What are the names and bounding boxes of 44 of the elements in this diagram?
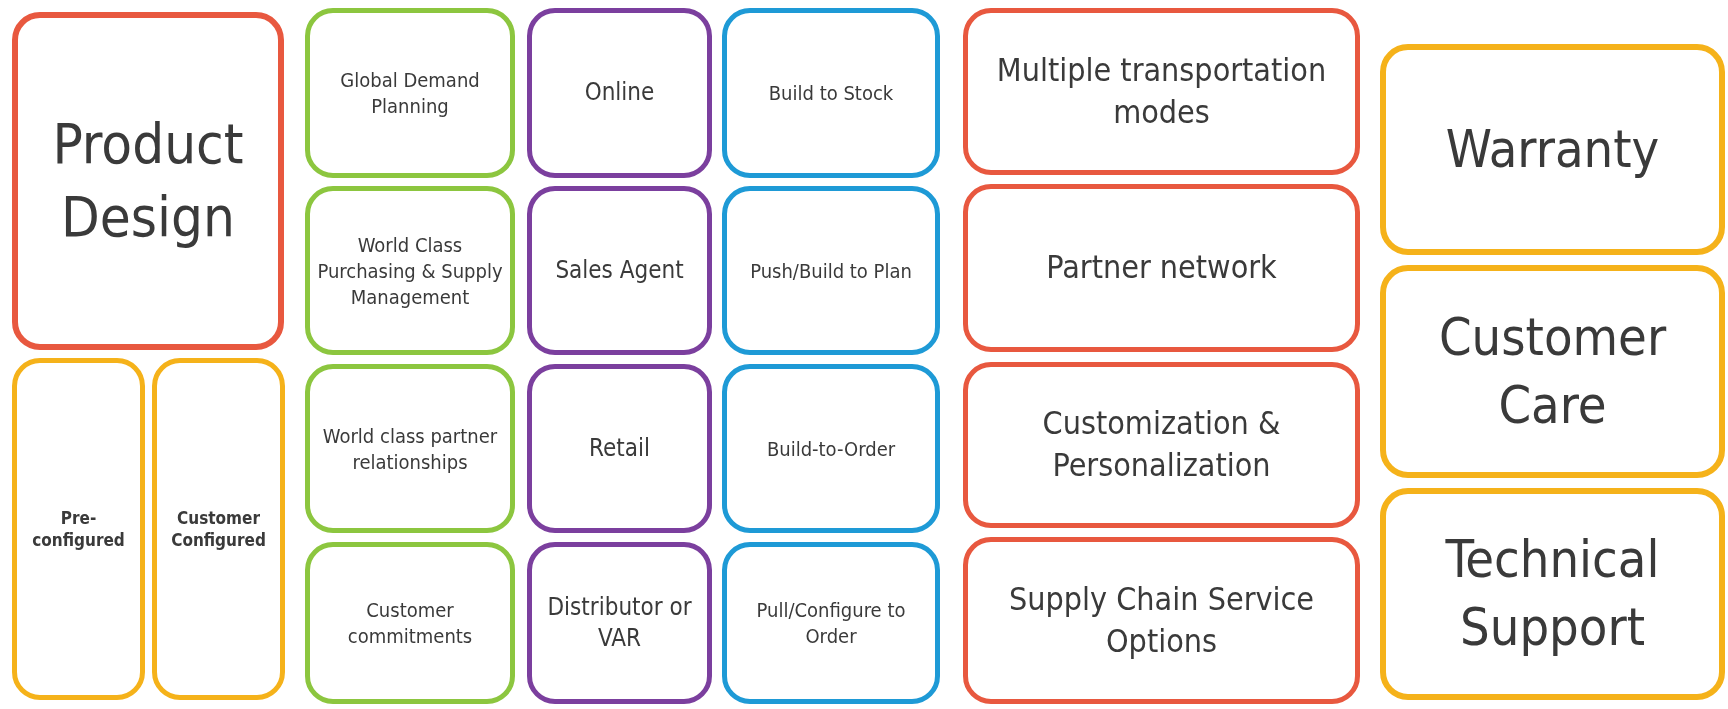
box-label: Push/Build to Plan [750, 257, 912, 284]
box-label: Multiple transportation modes [995, 49, 1328, 133]
rounded-box [305, 8, 515, 178]
box-label: Customer commitments [346, 597, 474, 649]
box-label: Distributor or VAR [546, 591, 693, 654]
rounded-box [152, 358, 285, 700]
rounded-box [12, 12, 284, 350]
box-label: Supply Chain Service Options [1007, 578, 1316, 662]
rounded-box [722, 542, 940, 704]
box-label: Partner network [1046, 247, 1277, 289]
box-label: World Class Purchasing & Supply Management [316, 231, 504, 310]
rounded-box [305, 186, 515, 355]
rounded-box [1380, 488, 1725, 700]
box-label: Build to Stock [768, 80, 894, 106]
rounded-box [527, 542, 712, 704]
rounded-box [963, 8, 1360, 175]
rounded-box [963, 537, 1360, 704]
box-label: Build-to-Order [766, 435, 896, 462]
box-label: Sales Agent [555, 254, 684, 286]
box-label: Retail [589, 432, 650, 464]
rounded-box [527, 8, 712, 178]
rounded-box [722, 364, 940, 533]
box-label: Product Design [51, 110, 245, 251]
rounded-box [722, 8, 940, 178]
box-label: Pull/Configure to Order [755, 597, 907, 649]
rounded-box [1380, 44, 1725, 255]
rounded-box [722, 186, 940, 355]
rounded-box [305, 364, 515, 533]
box-label: Warranty [1445, 117, 1660, 181]
box-label: Customer Care [1437, 305, 1668, 437]
rounded-box [963, 184, 1360, 352]
box-label: World class partner relationships [321, 422, 499, 475]
rounded-box [1380, 265, 1725, 478]
box-label: Customer Configured [170, 506, 267, 552]
rounded-box [12, 358, 145, 700]
box-label: Global Demand Planning [339, 67, 481, 119]
box-label: Online [584, 77, 655, 109]
rounded-box [305, 542, 515, 704]
box-label: Customization & Personalization [1041, 403, 1282, 486]
rounded-box [527, 364, 712, 533]
rounded-box [963, 362, 1360, 528]
box-label: Technical Support [1444, 528, 1661, 659]
rounded-box [527, 186, 712, 355]
box-label: Pre-configured [31, 506, 126, 552]
